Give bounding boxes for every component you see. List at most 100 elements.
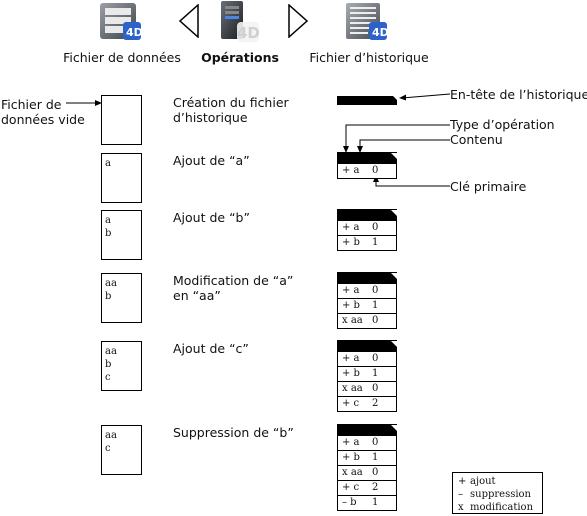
log-file-box: + a 0 [337, 152, 397, 179]
log-file-4d-icon[interactable]: 4D [345, 2, 389, 42]
document-record: c [105, 372, 111, 383]
operation-type-arrow [343, 124, 450, 153]
log-entry: x aa 0 [338, 465, 396, 480]
log-entry: + a 0 [338, 163, 396, 178]
diagram: Fichier de données vide En-tête de l’his… [0, 72, 587, 516]
log-header-bar [338, 153, 397, 163]
log-entry-primary-key: 0 [372, 315, 379, 326]
log-entry: + a 0 [338, 283, 396, 298]
log-entry-primary-key: 1 [372, 452, 379, 463]
log-entry-operation: + a [342, 353, 360, 364]
log-entry-primary-key: 1 [372, 300, 379, 311]
log-entry-operation: + b [342, 368, 360, 379]
log-header-bar [338, 273, 397, 283]
log-entry-primary-key: 0 [372, 437, 379, 448]
log-file-box: + a 0 + b 1 [337, 209, 397, 251]
log-entry: x aa 0 [338, 313, 396, 328]
primary-key-annotation: Clé primaire [450, 179, 527, 194]
log-entry: x aa 0 [338, 381, 396, 396]
log-entry-operation: + a [342, 285, 360, 296]
document-record: aa [105, 430, 117, 441]
data-file-document: a [101, 153, 142, 203]
log-entry-operation: + c [342, 482, 360, 493]
step-label: Ajout de “c” [173, 341, 249, 356]
empty-data-file-arrow [66, 100, 102, 106]
document-record: aa [105, 346, 117, 357]
operations-label: Opérations [201, 50, 279, 65]
log-entry-operation: + b [342, 237, 360, 248]
legend-row-delete: –suppression [458, 489, 531, 500]
log-entry-primary-key: 0 [372, 383, 379, 394]
log-entry-primary-key: 2 [372, 398, 379, 409]
document-record: a [105, 158, 111, 169]
left-arrow-icon[interactable] [178, 4, 200, 38]
toolbar: 4D 4D 4D [0, 0, 587, 72]
log-entry-primary-key: 0 [372, 285, 379, 296]
log-entry-primary-key: 0 [372, 165, 379, 176]
log-entry: + a 0 [338, 435, 396, 450]
log-file-box: + a 0 + b 1 x aa 0 [337, 272, 397, 329]
log-header-bar [337, 96, 398, 105]
log-entry-primary-key: 1 [372, 368, 379, 379]
legend-row-add: +ajout [458, 476, 496, 487]
log-entry-operation: x aa [342, 467, 363, 478]
contents-annotation: Contenu [450, 132, 503, 147]
log-header-arrow [399, 93, 451, 101]
operation-type-annotation: Type d’opération [450, 117, 555, 132]
log-entry-primary-key: 2 [372, 482, 379, 493]
log-entry: + b 1 [338, 298, 396, 313]
log-entry: + a 0 [338, 220, 396, 235]
log-file-box: + a 0 + b 1 x aa 0 + c 2 [337, 340, 397, 412]
document-record: b [105, 228, 112, 239]
log-entry-primary-key: 0 [372, 222, 379, 233]
step-label: Modification de “a” en “aa” [173, 273, 294, 303]
step-label: Ajout de “b” [173, 210, 250, 225]
log-entry-primary-key: 0 [372, 353, 379, 364]
log-entry-operation: + a [342, 437, 360, 448]
log-header-bar [338, 341, 397, 351]
svg-text:4D: 4D [237, 24, 260, 42]
log-entry-operation: + b [342, 300, 360, 311]
svg-text:4D: 4D [372, 26, 389, 39]
document-record: b [105, 291, 112, 302]
log-entry: – b 1 [338, 495, 396, 510]
log-header-annotation: En-tête de l’historique [450, 87, 587, 102]
step-label: Suppression de “b” [173, 425, 294, 440]
server-4d-icon[interactable]: 4D [217, 0, 261, 44]
log-entry-operation: + a [342, 165, 360, 176]
log-entry-operation: + b [342, 452, 360, 463]
data-file-label: Fichier de données [63, 50, 181, 65]
data-file-document [101, 95, 142, 145]
step-label: Création du fichier d’historique [173, 95, 289, 125]
document-record: b [105, 359, 112, 370]
database-4d-icon[interactable]: 4D [99, 2, 143, 42]
log-entry-operation: – b [342, 497, 357, 508]
right-arrow-icon[interactable] [287, 4, 309, 38]
log-entry-operation: + c [342, 398, 360, 409]
log-entry: + a 0 [338, 351, 396, 366]
log-entry-primary-key: 1 [372, 497, 379, 508]
log-entry-operation: x aa [342, 383, 363, 394]
log-file-box: + a 0 + b 1 x aa 0 + c 2 – b 1 [337, 424, 397, 511]
empty-data-file-annotation: Fichier de données vide [1, 97, 85, 127]
log-header-bar [338, 425, 397, 435]
log-entry-operation: x aa [342, 315, 363, 326]
log-entry: + c 2 [338, 396, 396, 411]
log-entry: + b 1 [338, 450, 396, 465]
log-entry: + b 1 [338, 366, 396, 381]
log-entry-primary-key: 0 [372, 467, 379, 478]
log-entry-primary-key: 1 [372, 237, 379, 248]
svg-text:4D: 4D [126, 26, 143, 39]
log-entry: + c 2 [338, 480, 396, 495]
log-file-label: Fichier d’historique [309, 50, 429, 65]
step-label: Ajout de “a” [173, 153, 250, 168]
log-entry: + b 1 [338, 235, 396, 250]
log-entry-operation: + a [342, 222, 360, 233]
